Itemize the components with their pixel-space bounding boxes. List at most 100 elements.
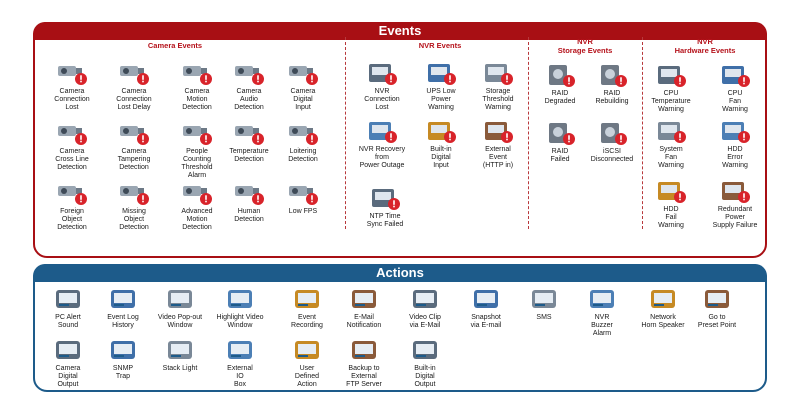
user-action-icon (275, 337, 339, 363)
action-item: Video Pop-out Window (148, 286, 212, 330)
camera-event-label: Missing Object Detection (119, 208, 149, 231)
actions-title: Actions (33, 264, 767, 282)
divider-camera-nvr (345, 37, 346, 229)
camera-event-item: Camera Motion Detection (165, 60, 229, 112)
camera-event-item: Camera Audio Detection (217, 60, 281, 112)
system-fan-icon (639, 118, 703, 144)
camera-event-item: Camera Cross Line Detection (40, 120, 104, 172)
action-label: Video Pop-out Window (157, 314, 203, 329)
action-label: Snapshot via E-mail (470, 314, 502, 329)
snapshot-email-icon (454, 286, 518, 312)
section-title-nvr-events: NVR Events (418, 41, 462, 50)
speaker-icon (36, 286, 100, 312)
hardware-event-label: HDD Error Warning (722, 146, 748, 169)
section-title-nvr-hardware-events: NVR Hardware Events (674, 37, 736, 55)
action-label: Go to Preset Point (697, 314, 737, 329)
camera-event-label: Low FPS (288, 208, 318, 215)
storage-event-item: RAID Rebuilding (580, 62, 644, 106)
nvr-event-label: Storage Threshold Warning (482, 88, 514, 111)
action-item: SNMP Trap (91, 337, 155, 381)
camera-event-label: Foreign Object Detection (57, 208, 87, 231)
camera-event-item: Low FPS (271, 180, 335, 216)
action-label: NVR Buzzer Alarm (591, 314, 613, 337)
action-item: E-Mail Notification (332, 286, 396, 330)
action-label: Event Recording (291, 314, 323, 329)
camera-event-label: Loitering Detection (288, 148, 318, 163)
raid-failed-icon (528, 120, 592, 146)
builtin-input-icon (409, 118, 473, 144)
action-item: Video Clip via E-Mail (393, 286, 457, 330)
action-label: SMS (536, 314, 552, 321)
hardware-event-item: HDD Error Warning (703, 118, 767, 170)
nvr-event-item: UPS Low Power Warning (409, 60, 473, 112)
nvr-event-item: NVR Connection Lost (350, 60, 414, 112)
action-label: Event Log History (107, 314, 139, 329)
camera-event-label: Temperature Detection (229, 148, 269, 163)
action-label: User Defined Action (294, 365, 320, 388)
nvr-event-item: External Event (HTTP in) (466, 118, 530, 170)
camera-event-item: Camera Connection Lost Delay (102, 60, 166, 112)
camera-event-label: Camera Connection Lost Delay (116, 88, 152, 111)
missing-object-icon (102, 180, 166, 206)
camera-event-label: Camera Tampering Detection (117, 148, 151, 171)
external-event-icon (466, 118, 530, 144)
hardware-event-label: Redundant Power Supply Failure (712, 206, 758, 229)
camera-event-item: Temperature Detection (217, 120, 281, 164)
hardware-event-item: System Fan Warning (639, 118, 703, 170)
action-item: External IO Box (208, 337, 272, 389)
action-item: Event Log History (91, 286, 155, 330)
builtin-output-icon (393, 337, 457, 363)
email-icon (332, 286, 396, 312)
hardware-event-item: CPU Fan Warning (703, 62, 767, 114)
advanced-motion-icon (165, 180, 229, 206)
camera-event-label: Human Detection (234, 208, 264, 223)
iscsi-icon (580, 120, 644, 146)
storage-event-label: RAID Degraded (544, 90, 576, 105)
storage-threshold-icon (466, 60, 530, 86)
hardware-event-label: HDD Fail Warning (658, 206, 684, 229)
camera-event-item: Camera Connection Lost (40, 60, 104, 112)
storage-event-item: RAID Degraded (528, 62, 592, 106)
action-item: User Defined Action (275, 337, 339, 389)
loitering-icon (271, 120, 335, 146)
power-supply-icon (703, 178, 767, 204)
action-label: E-Mail Notification (346, 314, 382, 329)
action-item: NVR Buzzer Alarm (570, 286, 634, 338)
camera-disconnect-icon (40, 60, 104, 86)
action-item: SMS (512, 286, 576, 322)
camera-event-label: Camera Connection Lost (54, 88, 90, 111)
action-item: Backup to External FTP Server (332, 337, 396, 389)
camera-event-label: Camera Digital Input (290, 88, 316, 111)
storage-event-item: RAID Failed (528, 120, 592, 164)
action-label: Stack Light (162, 365, 198, 372)
action-item: Event Recording (275, 286, 339, 330)
hardware-event-label: CPU Temperature Warning (651, 90, 691, 113)
events-title: Events (33, 22, 767, 40)
video-email-icon (393, 286, 457, 312)
hardware-event-label: CPU Fan Warning (722, 90, 748, 113)
io-box-icon (208, 337, 272, 363)
camera-event-item: Camera Tampering Detection (102, 120, 166, 172)
nvr-event-label: External Event (HTTP in) (482, 146, 514, 169)
foreign-object-icon (40, 180, 104, 206)
temperature-icon (217, 120, 281, 146)
video-popout-icon (148, 286, 212, 312)
action-label: Backup to External FTP Server (346, 365, 382, 388)
cpu-temperature-icon (639, 62, 703, 88)
ups-battery-icon (409, 60, 473, 86)
event-log-icon (91, 286, 155, 312)
divider-storage-hardware (642, 37, 643, 229)
camera-event-item: Loitering Detection (271, 120, 335, 164)
action-item: Network Horn Speaker (631, 286, 695, 330)
storage-event-label: RAID Rebuilding (595, 90, 629, 105)
camera-event-label: Camera Motion Detection (182, 88, 212, 111)
action-label: Video Clip via E-Mail (409, 314, 441, 329)
digital-input-icon (271, 60, 335, 86)
camera-event-item: Missing Object Detection (102, 180, 166, 232)
nvr-event-label: NVR Connection Lost (364, 88, 400, 111)
camera-event-item: Human Detection (217, 180, 281, 224)
preset-point-icon (685, 286, 749, 312)
action-label: External IO Box (227, 365, 253, 388)
storage-event-label: iSCSI Disconnected (590, 148, 634, 163)
hdd-error-icon (703, 118, 767, 144)
